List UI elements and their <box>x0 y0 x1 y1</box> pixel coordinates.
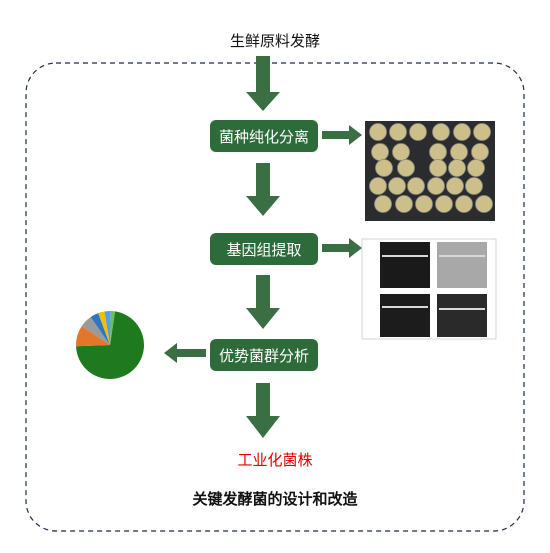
petri-dish <box>415 195 433 213</box>
petri-dish <box>407 177 425 195</box>
step-box-dominant-flora-analysis: 优势菌群分析 <box>210 339 318 371</box>
gel-electrophoresis-image <box>361 238 497 340</box>
petri-dish <box>371 143 389 161</box>
petri-dish <box>455 195 473 213</box>
petri-dish <box>467 159 485 177</box>
pie-slice-3 <box>90 313 110 345</box>
gel-band <box>382 255 428 257</box>
arrow-down-4 <box>246 383 280 438</box>
step-box-strain-isolation: 菌种纯化分离 <box>210 120 318 152</box>
pie-slice-6 <box>110 311 116 345</box>
petri-dish <box>409 123 427 141</box>
petri-dish <box>448 159 466 177</box>
petri-dish <box>473 123 491 141</box>
petri-dish <box>395 195 413 213</box>
petri-dish <box>475 195 493 213</box>
petri-dish <box>450 143 468 161</box>
pie-slice-0 <box>76 311 145 379</box>
petri-dish <box>465 177 483 195</box>
petri-dish <box>369 123 387 141</box>
step-label: 菌种纯化分离 <box>218 127 309 146</box>
step-label: 优势菌群分析 <box>218 346 309 365</box>
step-box-genome-extraction: 基因组提取 <box>210 233 318 265</box>
petri-dish <box>453 123 471 141</box>
petri-dish <box>369 177 387 195</box>
dashed-container <box>25 62 525 532</box>
top-title: 生鲜原料发酵 <box>229 32 320 50</box>
gel-band <box>439 255 485 257</box>
arrow-down-3 <box>246 275 280 329</box>
petri-dish <box>429 159 447 177</box>
pie-slice-4 <box>98 311 110 345</box>
arrow-left <box>164 343 206 363</box>
petri-dish <box>375 159 393 177</box>
step-label: 基因组提取 <box>226 240 302 259</box>
petri-dish <box>392 143 410 161</box>
arrow-right-2 <box>322 238 362 258</box>
result-label: 工业化菌株 <box>237 451 313 469</box>
pie-slice-2 <box>81 317 110 345</box>
arrow-right-1 <box>322 125 362 145</box>
gel-band <box>382 306 428 308</box>
petri-dish <box>446 177 464 195</box>
petri-dish <box>388 177 406 195</box>
arrow-down-2 <box>246 163 280 216</box>
petri-dish <box>427 177 445 195</box>
bottom-title: 关键发酵菌的设计和改造 <box>192 490 358 508</box>
pie-slice-1 <box>76 326 110 347</box>
pie-chart <box>76 311 145 379</box>
petri-dish <box>374 195 392 213</box>
gel-band <box>439 308 485 310</box>
arrow-down-1 <box>246 56 280 111</box>
petri-dish-image <box>365 121 495 221</box>
petri-dish <box>435 195 453 213</box>
petri-dish <box>397 159 415 177</box>
petri-dish <box>471 143 489 161</box>
petri-dish <box>429 143 447 161</box>
petri-dish <box>432 123 450 141</box>
pie-slice-5 <box>104 311 111 345</box>
petri-dish <box>389 123 407 141</box>
